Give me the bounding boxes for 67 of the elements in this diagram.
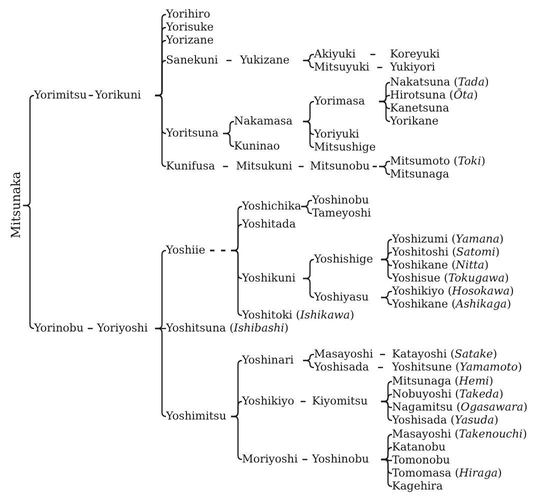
person-name: Yoshimitsu	[166, 410, 226, 422]
person-name: Koreyuki	[390, 48, 440, 60]
person-name: Yoshikiyo (Hosokawa)	[392, 284, 514, 298]
person-name: Yoshinari	[242, 354, 294, 366]
person-name: Yorisuke	[166, 20, 214, 34]
person-name: Kagehira	[392, 480, 443, 492]
person-name: Yoshisada	[314, 360, 369, 374]
person-name: Masayoshi	[314, 348, 374, 360]
person-name: Sanekuni	[166, 54, 218, 66]
person-name: Yorizane	[166, 34, 214, 46]
person-name: Yoshizumi (Yamana)	[392, 232, 504, 246]
person-name: Nobuyoshi (Takeda)	[392, 388, 504, 400]
person-name: Yorimitsu	[34, 88, 87, 102]
person-name: Tomomasa (Hiraga)	[392, 466, 502, 480]
person-name: Mitsumoto (Toki)	[390, 154, 486, 168]
person-name: Yukiyori	[390, 60, 436, 74]
person-name: Tomonobu	[392, 454, 450, 466]
person-name: Yoshichika	[242, 200, 302, 212]
person-name: Katanobu	[392, 440, 446, 454]
person-name: Yoshitoki (Ishikawa)	[242, 308, 354, 322]
person-name: Hirotsuna (Ōta)	[390, 88, 478, 102]
person-name: Kunifusa	[166, 160, 216, 172]
person-name: Yoshitada	[242, 218, 296, 230]
person-name: Yoshikiyo	[242, 394, 294, 408]
person-name: Yoriyoshi	[97, 322, 148, 334]
person-name: Yukizane	[240, 54, 290, 66]
person-name: Moriyoshi	[242, 452, 298, 466]
person-name: Yoritsuna	[166, 126, 218, 140]
person-name: Yorimasa	[314, 94, 365, 108]
person-name: Yoshiyasu	[314, 290, 369, 304]
person-name: Katayoshi (Satake)	[392, 348, 498, 360]
person-name: Nakamasa	[234, 114, 293, 128]
brace-connector	[301, 206, 312, 214]
person-name: Yoshitsune (Yamamoto)	[392, 360, 522, 374]
person-name: Yoshishige	[314, 252, 373, 266]
person-name: Nagamitsu (Ogasawara)	[392, 400, 528, 414]
person-name: Mitsunaga	[390, 168, 450, 180]
person-name: Masayoshi (Takenouchi)	[392, 428, 527, 440]
person-name: Yorinobu	[34, 322, 84, 334]
person-name: Yorikuni	[95, 88, 142, 102]
person-name: Tameyoshi	[312, 206, 372, 220]
person-name: Kuninao	[234, 140, 280, 152]
person-name: Kanetsuna	[390, 102, 450, 114]
person-name: Yoshikane (Nitta)	[392, 258, 489, 272]
brace-connector	[23, 204, 35, 330]
person-name: Yoshikuni	[242, 272, 296, 284]
person-name: Yoshinobu	[312, 452, 370, 466]
person-name: Mitsukuni	[236, 160, 292, 172]
person-name: Mitsunobu	[310, 160, 370, 172]
person-name: Nakatsuna (Tada)	[390, 76, 489, 88]
person-name: Mitsunaga (Hemi)	[392, 374, 494, 388]
person-name: Yoshitoshi (Satomi)	[392, 246, 500, 258]
person-name: Yoshitsuna (Ishibashi)	[166, 322, 289, 334]
person-name: Yoshiie	[166, 244, 206, 256]
person-name: Yoshisada (Yasuda)	[392, 414, 498, 426]
person-name: Mitsunaka	[8, 172, 23, 238]
person-name: Yorikane	[390, 114, 439, 128]
person-name: Yoshikane (Ashikaga)	[392, 298, 512, 310]
person-name: Mitsushige	[314, 140, 376, 154]
person-name: Akiyuki	[314, 48, 356, 60]
person-name: Yoshisue (Tokugawa)	[392, 272, 509, 284]
person-name: Yoriyuki	[314, 128, 360, 140]
person-name: Yorihiro	[166, 8, 210, 20]
person-name: Kiyomitsu	[312, 394, 368, 408]
person-name: Mitsuyuki	[314, 60, 370, 74]
person-name: Yoshinobu	[312, 194, 370, 206]
hyphen-connector	[86, 94, 95, 96]
